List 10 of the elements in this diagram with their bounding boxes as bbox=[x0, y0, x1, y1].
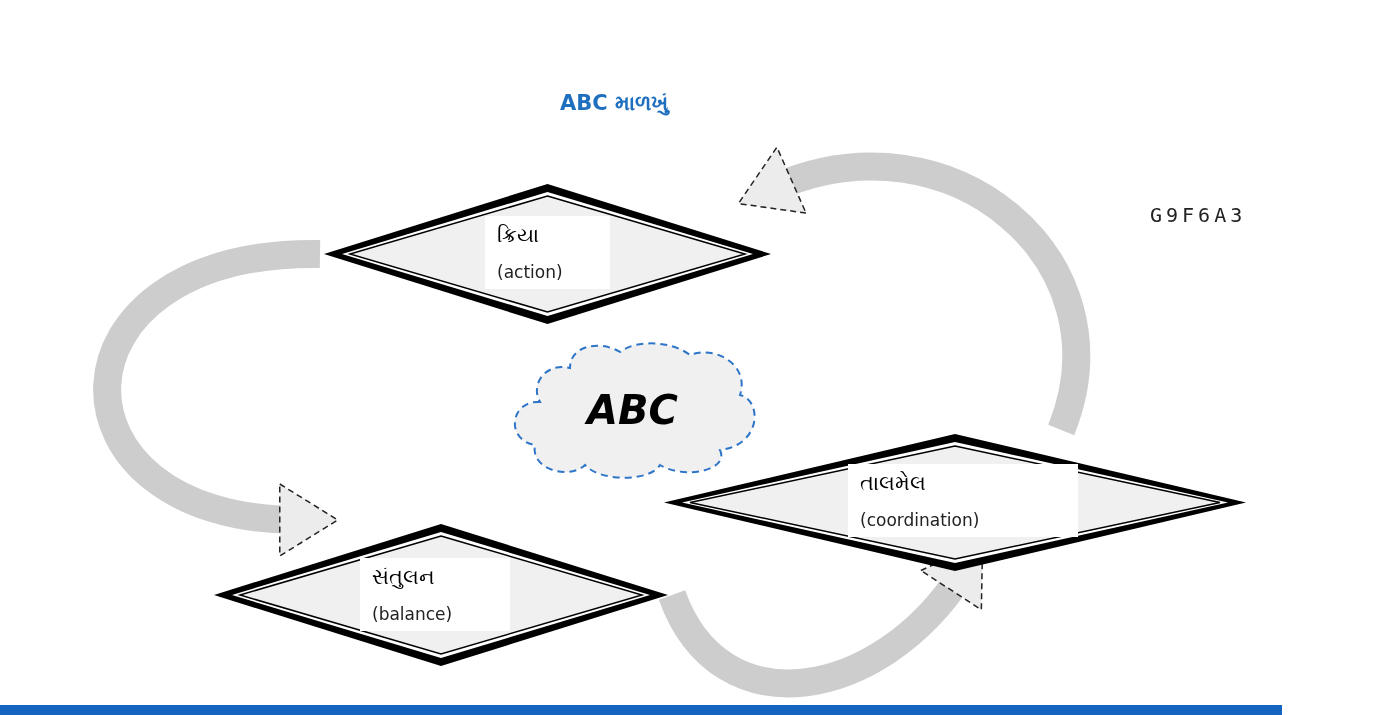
curved-block-arrow bbox=[736, 146, 1090, 434]
node-subtitle: (coordination) bbox=[860, 508, 981, 532]
node-subtitle: (action) bbox=[497, 260, 564, 284]
node-title: સંતુલન bbox=[372, 564, 436, 591]
node-title: તાલમેલ bbox=[860, 470, 927, 497]
curved-block-arrow bbox=[93, 240, 339, 555]
node-title: ક્રિયા bbox=[497, 222, 540, 249]
node-subtitle: (balance) bbox=[372, 602, 454, 626]
code-label: G9F6A3 bbox=[1150, 202, 1247, 229]
diagram-title: ABC માળખું bbox=[560, 90, 668, 118]
